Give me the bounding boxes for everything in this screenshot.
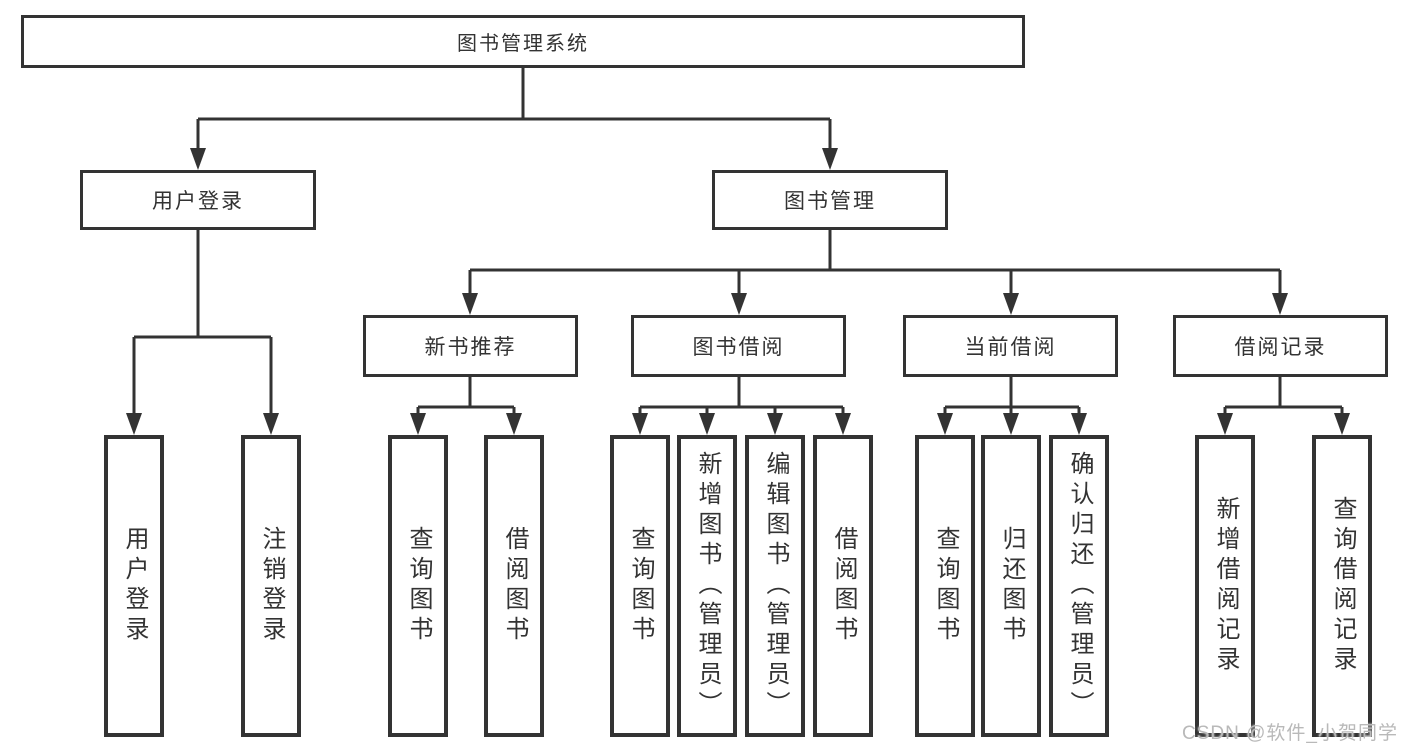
node-bb-borrow-book: 借阅图书 (813, 435, 873, 737)
node-label-new-book-rec: 新书推荐 (424, 336, 517, 359)
node-label-user-login-leaf: 用户登录 (121, 526, 148, 646)
node-book-mgmt: 图书管理 (712, 170, 948, 230)
node-user-login-leaf: 用户登录 (104, 435, 164, 737)
node-cb-confirm-return: 确认归还（管理员） (1049, 435, 1109, 737)
node-nbr-borrow-book: 借阅图书 (484, 435, 544, 737)
node-label-cb-query-book: 查询图书 (932, 526, 959, 646)
node-label-bb-borrow-book: 借阅图书 (830, 526, 857, 646)
node-label-cb-return-book: 归还图书 (998, 526, 1025, 646)
node-bb-add-book: 新增图书（管理员） (677, 435, 737, 737)
node-label-book-mgmt: 图书管理 (784, 190, 876, 213)
node-label-bb-edit-book: 编辑图书（管理员） (762, 451, 789, 721)
node-logout-leaf: 注销登录 (241, 435, 301, 737)
node-br-query-record: 查询借阅记录 (1312, 435, 1372, 737)
node-label-nbr-borrow-book: 借阅图书 (501, 526, 528, 646)
node-user-login: 用户登录 (80, 170, 316, 230)
node-label-user-login: 用户登录 (152, 190, 244, 213)
watermark-text: CSDN @软件_小贺同学 (1182, 723, 1398, 744)
node-root: 图书管理系统 (21, 15, 1025, 68)
node-label-logout-leaf: 注销登录 (258, 526, 285, 646)
node-label-nbr-query-book: 查询图书 (405, 526, 432, 646)
node-borrow-records: 借阅记录 (1173, 315, 1388, 377)
node-bb-query-book: 查询图书 (610, 435, 670, 737)
node-cb-query-book: 查询图书 (915, 435, 975, 737)
node-label-root: 图书管理系统 (457, 33, 589, 55)
node-label-bb-add-book: 新增图书（管理员） (694, 451, 721, 721)
node-cb-return-book: 归还图书 (981, 435, 1041, 737)
node-current-borrow: 当前借阅 (903, 315, 1118, 377)
node-nbr-query-book: 查询图书 (388, 435, 448, 737)
node-label-current-borrow: 当前借阅 (964, 336, 1057, 359)
node-book-borrow: 图书借阅 (631, 315, 846, 377)
node-label-borrow-records: 借阅记录 (1234, 336, 1327, 359)
node-label-br-add-record: 新增借阅记录 (1212, 496, 1239, 676)
node-br-add-record: 新增借阅记录 (1195, 435, 1255, 737)
node-label-bb-query-book: 查询图书 (627, 526, 654, 646)
node-new-book-rec: 新书推荐 (363, 315, 578, 377)
node-label-br-query-record: 查询借阅记录 (1329, 496, 1356, 676)
node-label-book-borrow: 图书借阅 (692, 336, 785, 359)
node-label-cb-confirm-return: 确认归还（管理员） (1066, 451, 1093, 721)
node-bb-edit-book: 编辑图书（管理员） (745, 435, 805, 737)
